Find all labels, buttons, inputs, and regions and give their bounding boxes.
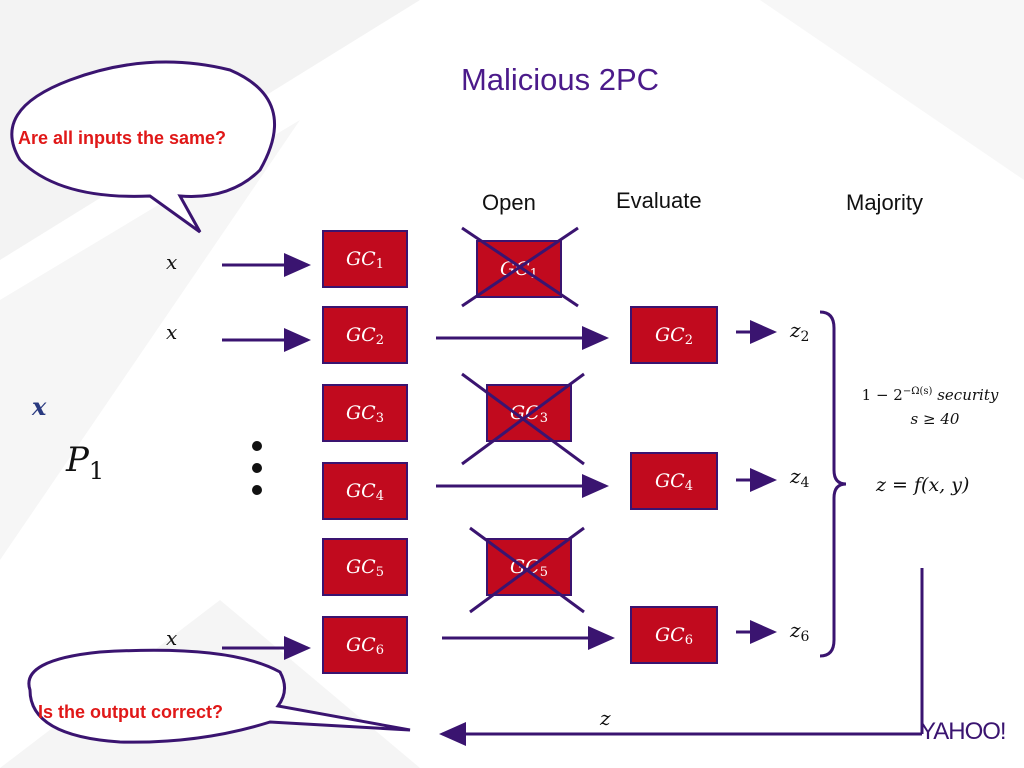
input-label: x: [166, 320, 178, 344]
yahoo-logo: YAHOO!: [920, 718, 1007, 745]
bottom-speech-bubble: [27, 648, 411, 744]
party-input: x: [32, 392, 47, 421]
input-label: x: [166, 250, 178, 274]
majority-result: z = f(x, y): [876, 474, 970, 496]
header-evaluate: Evaluate: [616, 188, 702, 213]
ellipsis-dot: [252, 441, 262, 451]
header-majority: Majority: [846, 190, 924, 215]
bottom-bubble-text: Is the output correct?: [38, 702, 224, 722]
output-z4: z4: [790, 464, 810, 491]
final-output: z: [600, 706, 611, 730]
security-level: 1 − 2−Ω(s) security: [861, 386, 999, 404]
input-label: x: [166, 626, 178, 650]
ellipsis-dot: [252, 463, 262, 473]
security-parameter: s ≥ 40: [910, 410, 960, 428]
top-bubble-text: Are all inputs the same?: [18, 128, 227, 148]
slide-title: Malicious 2PC: [460, 62, 660, 97]
cross-icon: [461, 372, 585, 466]
top-speech-bubble: [10, 60, 276, 234]
output-z2: z2: [790, 318, 810, 345]
cross-icon: [461, 226, 579, 308]
cross-icon: [469, 526, 585, 614]
output-z6: z6: [790, 618, 810, 645]
majority-brace: [819, 310, 847, 658]
header-open: Open: [482, 190, 536, 215]
ellipsis-dot: [252, 485, 262, 495]
party-label: P1: [66, 440, 105, 485]
